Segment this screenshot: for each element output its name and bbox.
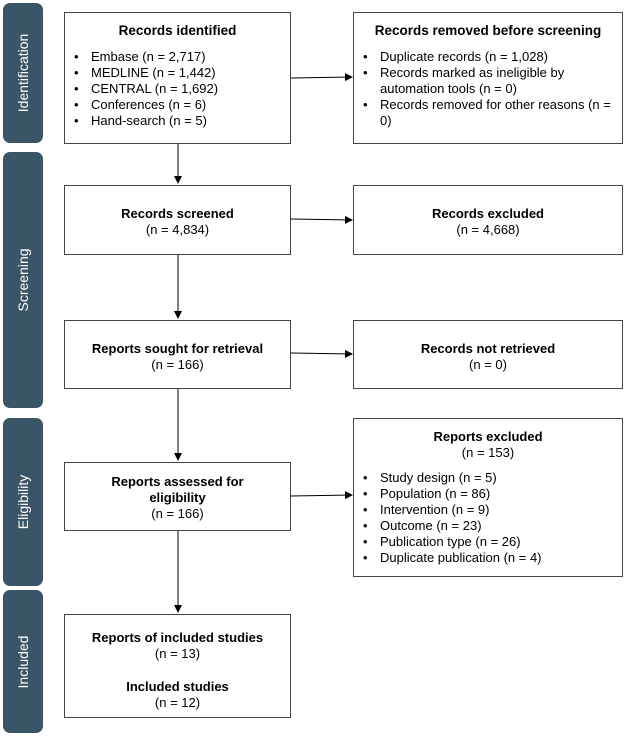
records-not-retrieved-box: Records not retrieved (n = 0) — [353, 320, 623, 389]
list-item: Study design (n = 5) — [360, 470, 616, 486]
list-item: Duplicate publication (n = 4) — [360, 550, 616, 566]
reports-sought-title: Reports sought for retrieval — [91, 341, 264, 356]
included-studies-count: (n = 12) — [154, 695, 201, 710]
records-removed-title: Records removed before screening — [374, 23, 602, 38]
records-excluded-count: (n = 4,668) — [456, 222, 520, 237]
reports-sought-box: Reports sought for retrieval (n = 166) — [64, 320, 291, 389]
records-screened-title: Records screened — [121, 206, 234, 221]
records-screened-count: (n = 4,834) — [145, 222, 210, 237]
reports-excluded-title: Reports excluded — [433, 429, 543, 444]
reports-excluded-list: Study design (n = 5) Population (n = 86)… — [360, 470, 616, 566]
records-not-retrieved-title: Records not retrieved — [420, 341, 556, 356]
records-identified-title: Records identified — [118, 23, 237, 38]
records-screened-box: Records screened (n = 4,834) — [64, 185, 291, 255]
reports-included-title: Reports of included studies — [91, 630, 264, 645]
records-removed-list: Duplicate records (n = 1,028) Records ma… — [360, 49, 616, 129]
reports-assessed-count: (n = 166) — [151, 506, 204, 521]
list-item: MEDLINE (n = 1,442) — [71, 65, 284, 81]
list-item: Records removed for other reasons (n = 0… — [360, 97, 616, 129]
list-item: Conferences (n = 6) — [71, 97, 284, 113]
list-item: Intervention (n = 9) — [360, 502, 616, 518]
list-item: Outcome (n = 23) — [360, 518, 616, 534]
list-item: Duplicate records (n = 1,028) — [360, 49, 616, 65]
reports-excluded-count: (n = 153) — [461, 445, 515, 460]
included-box: Reports of included studies (n = 13) Inc… — [64, 614, 291, 718]
arrow-identified-to-removed — [290, 73, 353, 82]
reports-included-count: (n = 13) — [154, 646, 201, 661]
reports-assessed-title: Reports assessed for eligibility — [111, 474, 244, 505]
list-item: CENTRAL (n = 1,692) — [71, 81, 284, 97]
records-excluded-box: Records excluded (n = 4,668) — [353, 185, 623, 255]
records-removed-box: Records removed before screening Duplica… — [353, 12, 623, 144]
reports-excluded-box: Reports excluded (n = 153) Study design … — [353, 418, 623, 577]
phase-eligibility: Eligibility — [3, 418, 43, 586]
reports-sought-count: (n = 166) — [151, 357, 204, 372]
records-excluded-title: Records excluded — [432, 206, 544, 221]
list-item: Publication type (n = 26) — [360, 534, 616, 550]
reports-assessed-box: Reports assessed for eligibility (n = 16… — [64, 462, 291, 531]
arrow-screened-to-excluded — [290, 215, 353, 224]
list-item: Population (n = 86) — [360, 486, 616, 502]
arrow-assessed-to-reports-excluded — [290, 491, 353, 500]
list-item: Records marked as ineligible by automati… — [360, 65, 616, 97]
phase-screening: Screening — [3, 152, 43, 408]
phase-included: Included — [3, 590, 43, 733]
records-not-retrieved-count: (n = 0) — [469, 357, 507, 372]
records-identified-list: Embase (n = 2,717) MEDLINE (n = 1,442) C… — [71, 49, 284, 129]
list-item: Hand-search (n = 5) — [71, 113, 284, 129]
included-studies-title: Included studies — [126, 679, 229, 694]
arrow-sought-to-not-retrieved — [290, 349, 353, 358]
list-item: Embase (n = 2,717) — [71, 49, 284, 65]
records-identified-box: Records identified Embase (n = 2,717) ME… — [64, 12, 291, 144]
phase-identification: Identification — [3, 3, 43, 143]
